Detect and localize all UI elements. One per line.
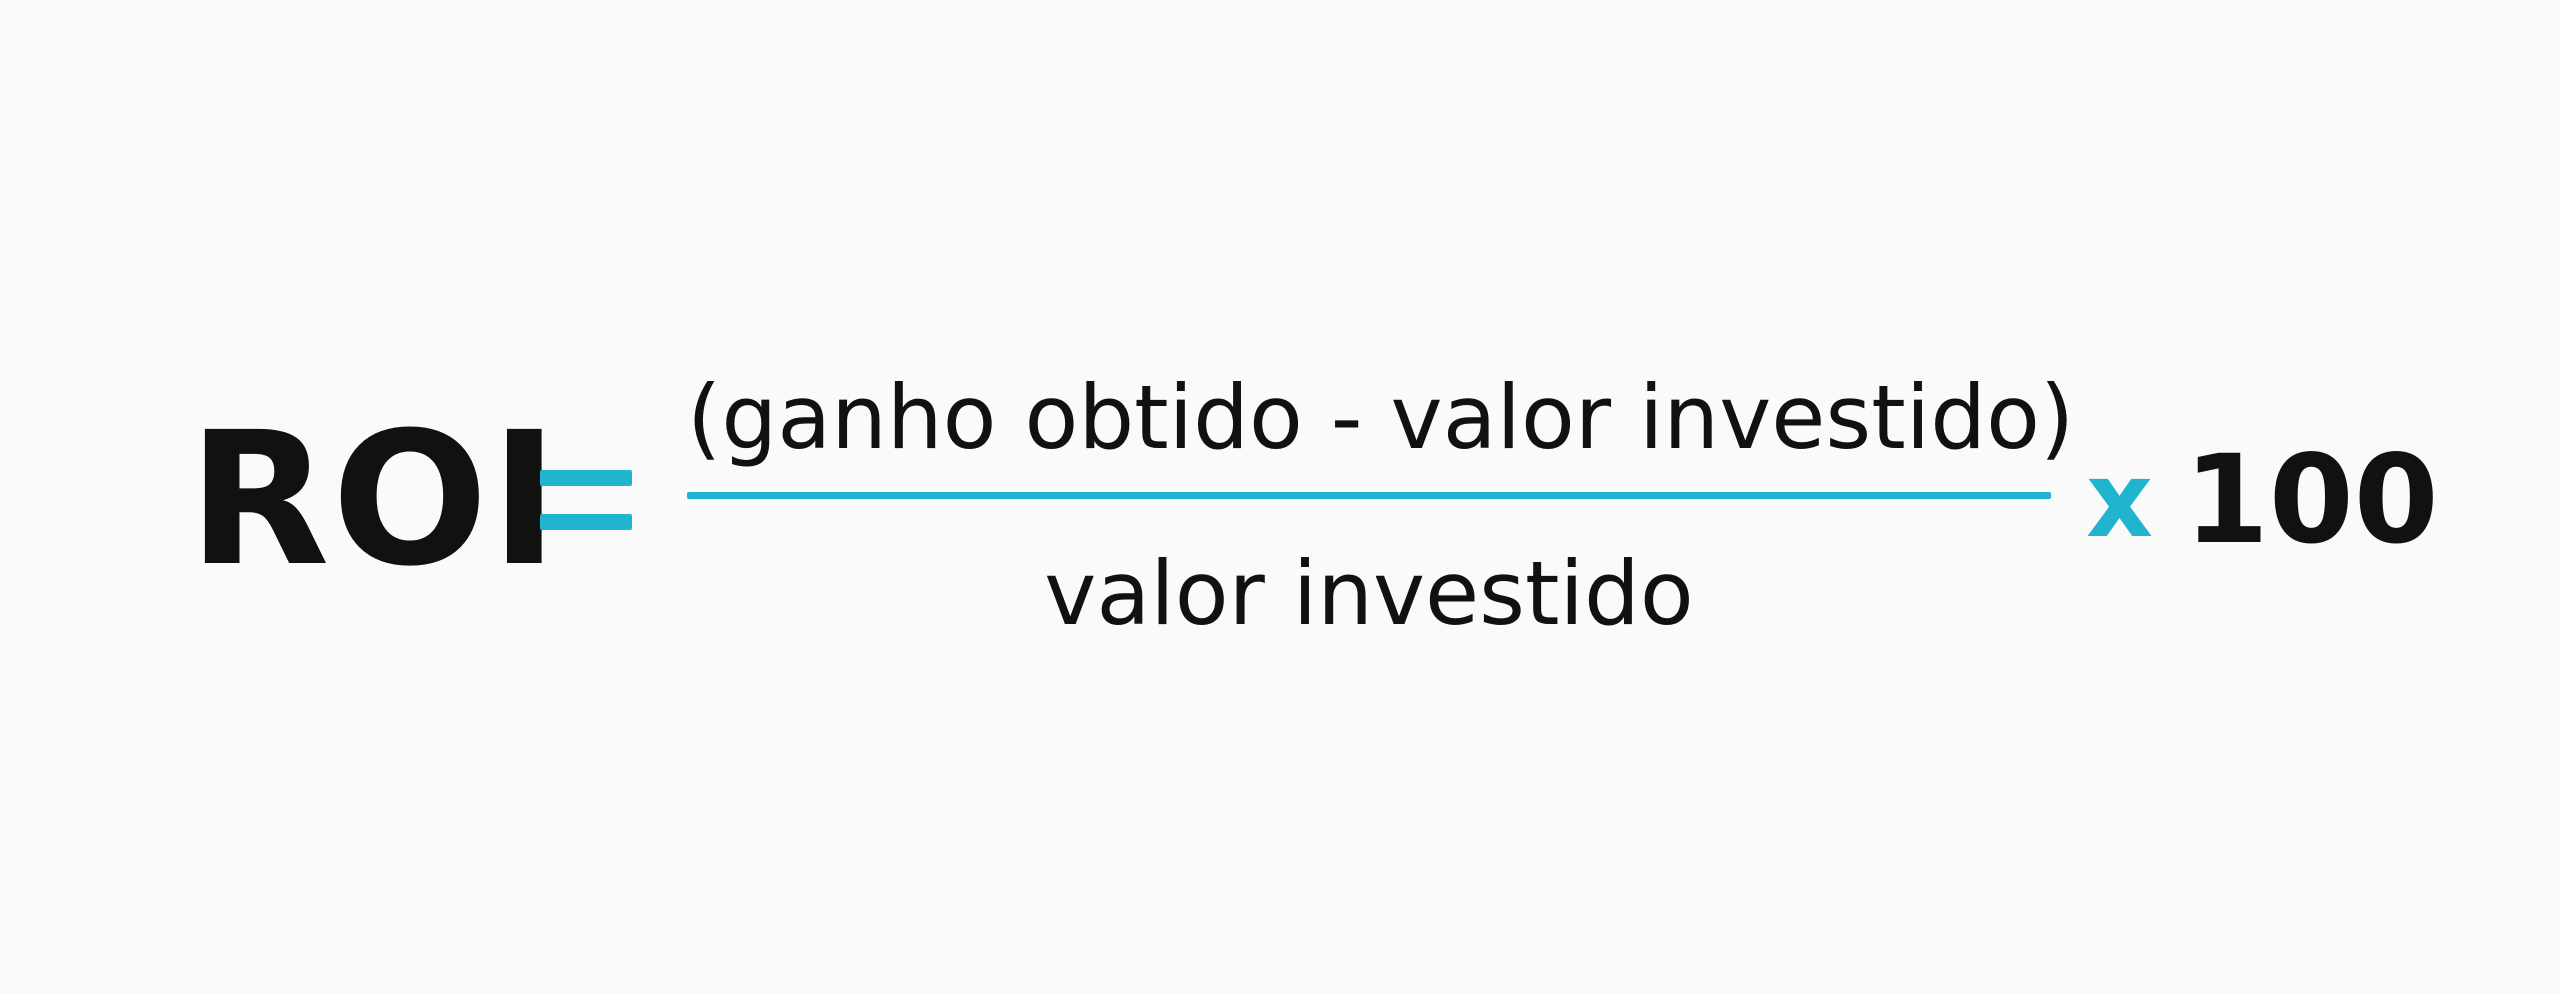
fraction: (ganho obtido - valor investido) valor i… <box>687 340 2075 660</box>
equals-bar-bottom <box>540 514 632 530</box>
fraction-line <box>687 492 2051 499</box>
multiplier-value: 100 <box>2184 429 2439 571</box>
equals-bar-top <box>540 470 632 486</box>
fraction-denominator: valor investido <box>1044 542 1694 645</box>
fraction-numerator: (ganho obtido - valor investido) <box>687 366 2075 469</box>
times-sign: x <box>2086 439 2154 561</box>
formula-lhs: ROI <box>188 393 561 607</box>
equals-sign: = <box>540 470 632 532</box>
